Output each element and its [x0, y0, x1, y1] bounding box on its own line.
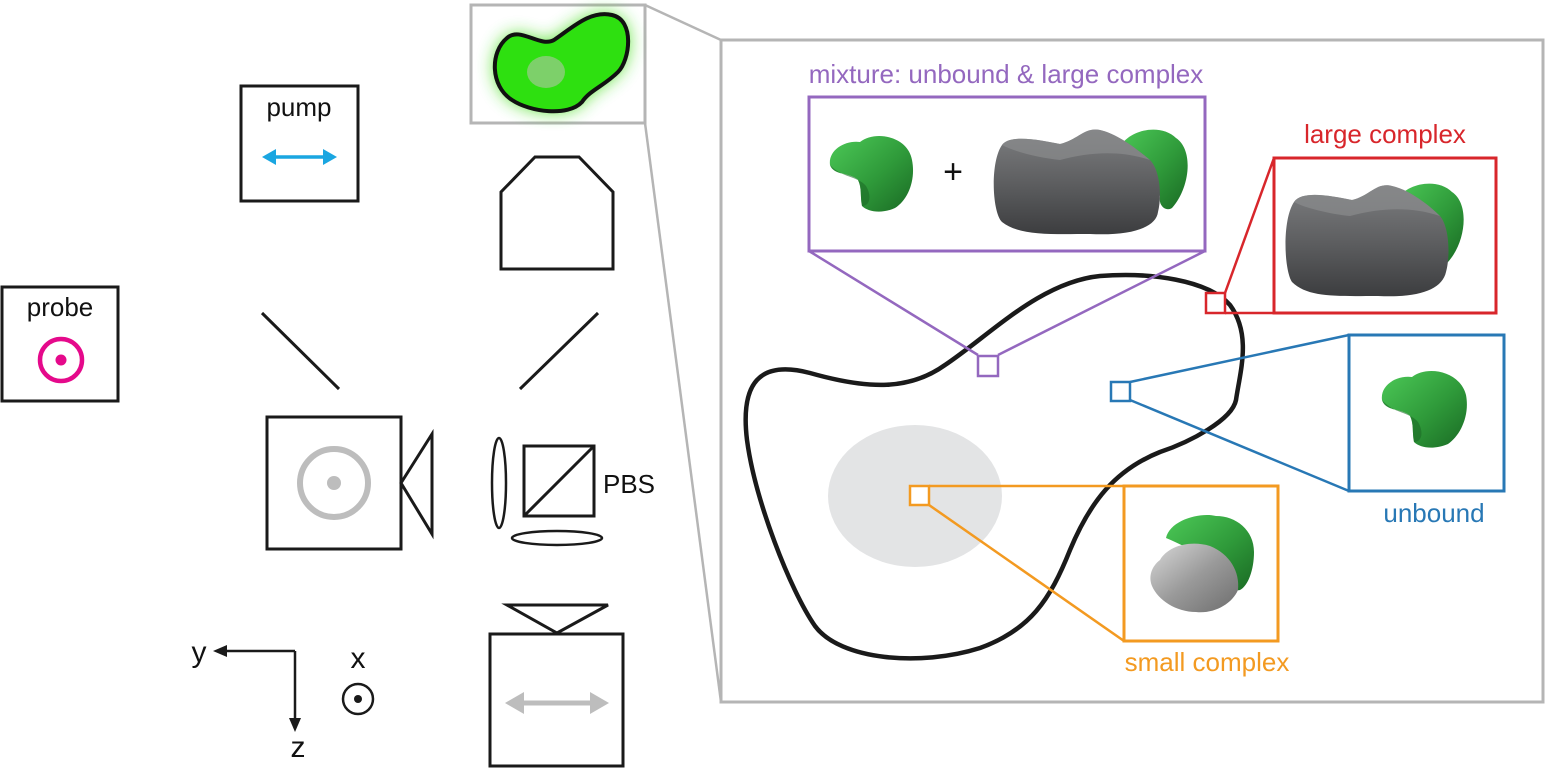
probe-box: probe	[0, 285, 120, 403]
unbound-protein-icon	[829, 136, 914, 212]
large-complex-inset-icon	[1285, 183, 1464, 297]
small-complex-inset-icon	[1150, 514, 1254, 613]
right-mirror	[518, 311, 600, 391]
zoom-connector-top	[644, 3, 722, 42]
zoom-connector-bottom	[643, 122, 723, 703]
coordinate-axes: y z x	[192, 636, 375, 764]
unbound-label: unbound	[1383, 498, 1484, 528]
large-complex-callout: large complex	[1204, 119, 1498, 315]
mixture-label: mixture: unbound & large complex	[809, 59, 1204, 89]
vertical-lens	[490, 436, 508, 530]
camera-detector	[265, 415, 434, 551]
mixture-callout: mixture: unbound & large complex +	[807, 59, 1207, 378]
mixture-marker	[976, 354, 1000, 378]
pump-label: pump	[266, 92, 331, 122]
pump-box: pump	[239, 84, 360, 203]
axis-x-label: x	[351, 642, 366, 675]
small-complex-label: small complex	[1125, 647, 1290, 677]
camera-polarization-arrow-icon	[505, 692, 609, 714]
cell-outline	[743, 272, 1246, 661]
horizontal-lens	[510, 529, 604, 547]
large-complex-icon	[993, 129, 1188, 235]
axis-z-label: z	[291, 731, 306, 764]
x-axis-out-of-page-icon	[341, 682, 375, 716]
unbound-callout: unbound	[1109, 333, 1506, 528]
pbs-cube	[522, 444, 596, 518]
bottom-camera-detector	[488, 603, 625, 768]
pbs-assembly: PBS	[490, 436, 655, 547]
large-complex-label: large complex	[1304, 119, 1466, 149]
large-complex-marker	[1204, 291, 1227, 315]
probe-polarization-dot-icon	[37, 336, 85, 384]
pbs-label: PBS	[603, 469, 655, 499]
camera-polarization-dot-icon	[297, 446, 371, 520]
pump-polarization-arrow-icon	[262, 149, 337, 165]
left-mirror	[260, 311, 341, 391]
probe-label: probe	[27, 292, 94, 322]
small-complex-marker	[908, 484, 931, 507]
small-complex-callout: small complex	[908, 484, 1290, 677]
plus-sign: +	[943, 153, 963, 191]
cell-thumbnail	[469, 3, 647, 125]
axis-y-label: y	[192, 636, 207, 669]
unbound-marker	[1109, 380, 1132, 403]
unbound-inset-protein-icon	[1381, 371, 1467, 448]
objective-lens	[499, 155, 615, 271]
